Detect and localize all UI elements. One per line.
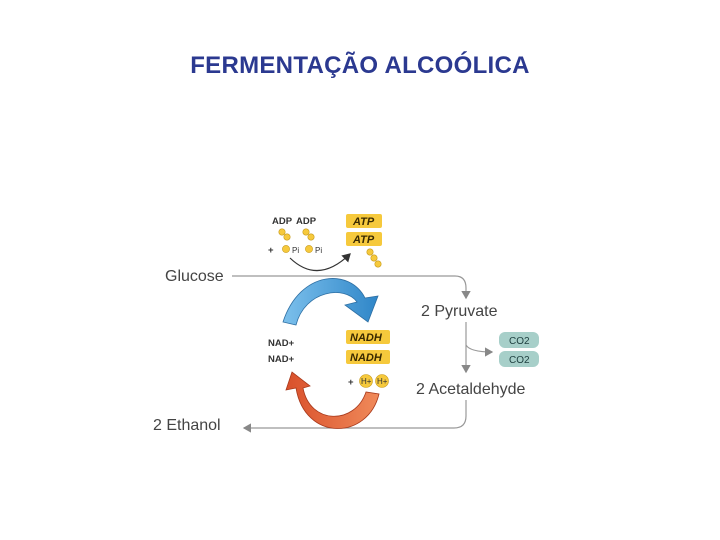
atp-label-2: ATP [352, 234, 375, 246]
nad-label-2: NAD+ [268, 354, 295, 365]
adp-molecule-icon [278, 228, 315, 241]
blue-cycle-arrow [282, 278, 379, 326]
nad-group: NAD+ NAD+ [268, 338, 295, 365]
nadh-badge-2 [346, 350, 390, 364]
acetaldehyde-to-ethanol-line [242, 400, 467, 433]
h-label-2: H+ [377, 377, 388, 386]
plus-sign-top: + [268, 245, 274, 256]
phosphate-icon [282, 245, 313, 253]
nadh-group: NADH NADH + H+ H+ [346, 330, 390, 388]
plus-sign-bottom: + [348, 377, 354, 388]
ethanol-label: 2 Ethanol [153, 417, 221, 434]
co2-badge-1 [499, 332, 539, 348]
atp-badges: ATP ATP [346, 214, 382, 268]
adp-pi-group: ADP ADP + Pi Pi [268, 216, 322, 256]
co2-label-2: CO2 [509, 355, 530, 366]
glucose-to-pyruvate-line [232, 275, 471, 300]
nadh-badge-1 [346, 330, 390, 344]
atp-tail-icon [366, 248, 382, 268]
pi-label-2: Pi [315, 246, 322, 255]
pi-label-1: Pi [292, 246, 299, 255]
h-label-1: H+ [361, 377, 372, 386]
co2-branch-line [465, 344, 494, 357]
adp-label-1: ADP [272, 216, 293, 227]
pyruvate-label: 2 Pyruvate [421, 303, 498, 320]
glucose-label: Glucose [165, 268, 224, 285]
atp-badge-1 [346, 214, 382, 228]
phosphorylation-arrow [289, 253, 351, 272]
nadh-label-2: NADH [350, 352, 383, 364]
adp-label-2: ADP [296, 216, 317, 227]
nadh-label-1: NADH [350, 332, 383, 344]
co2-label-1: CO2 [509, 336, 530, 347]
co2-badge-2 [499, 351, 539, 367]
acetaldehyde-label: 2 Acetaldehyde [416, 381, 526, 398]
hydrogen-ion-icon-1 [359, 374, 373, 388]
red-cycle-arrow [285, 371, 380, 429]
atp-label-1: ATP [352, 216, 375, 228]
nad-label-1: NAD+ [268, 338, 295, 349]
atp-badge-2 [346, 232, 382, 246]
hydrogen-ion-icon-2 [375, 374, 389, 388]
co2-group: CO2 CO2 [499, 332, 539, 367]
connector-lines [232, 275, 494, 433]
page-title: FERMENTAÇÃO ALCOÓLICA [190, 52, 530, 79]
